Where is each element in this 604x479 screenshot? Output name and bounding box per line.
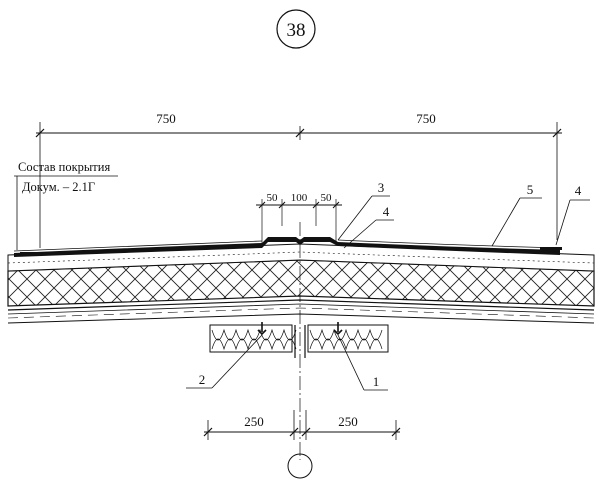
dimension-750-left: 750 (156, 111, 176, 126)
dimension-250-left: 250 (244, 414, 264, 429)
callout-3: 3 (378, 180, 385, 195)
note-line-2: Докум. – 2.1Г (22, 180, 95, 194)
lower-insulation-left (209, 324, 293, 353)
axis-marker (287, 453, 313, 479)
sheet-number-marker: 38 (276, 9, 316, 49)
dimension-50-right: 50 (321, 192, 333, 204)
dimension-750-right: 750 (416, 111, 436, 126)
callout-4-middle: 4 (383, 204, 390, 219)
dimension-250-right: 250 (338, 414, 358, 429)
coating-note: Состав покрытия Докум. – 2.1Г (14, 160, 118, 250)
callout-4-right: 4 (575, 183, 582, 198)
callout-2: 2 (199, 372, 206, 387)
callout-1: 1 (373, 374, 380, 389)
fastener-right (333, 322, 343, 336)
lower-insulation-right (307, 324, 389, 353)
callout-5: 5 (527, 182, 534, 197)
top-dimension: 750 750 (35, 111, 562, 248)
dimension-100: 100 (291, 192, 308, 204)
joint-gap-dimension: 50 100 50 (256, 192, 342, 246)
roofing-membrane (14, 237, 560, 257)
note-line-1: Состав покрытия (18, 160, 110, 174)
callouts: 3 4 5 4 2 1 (186, 180, 590, 391)
fastener-left (257, 322, 267, 336)
dimension-50-left: 50 (267, 192, 279, 204)
bottom-dimension: 250 250 (203, 410, 401, 440)
sheet-number: 38 (287, 20, 306, 41)
roof-section (7, 237, 595, 358)
